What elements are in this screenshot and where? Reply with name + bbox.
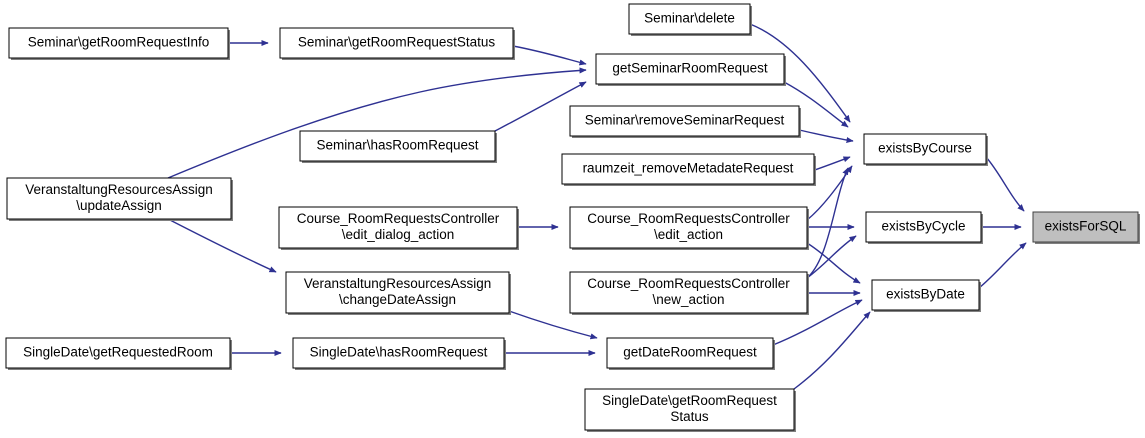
call-edge — [167, 67, 587, 179]
node-rect[interactable] — [1032, 211, 1139, 243]
node-rect[interactable] — [595, 53, 785, 85]
node-rect[interactable] — [569, 206, 808, 249]
node-rect[interactable] — [292, 337, 505, 369]
call-edge — [793, 311, 871, 390]
call-edge — [798, 129, 854, 144]
call-edge — [978, 242, 1027, 289]
node-rect[interactable] — [5, 337, 231, 369]
node-seminar-delete[interactable]: Seminar\delete — [628, 3, 752, 36]
call-edge — [806, 167, 849, 279]
node-rect[interactable] — [865, 211, 982, 243]
node-raumzeit-removemetadaterequest[interactable]: raumzeit_removeMetadateRequest — [561, 153, 816, 186]
node-veranstaltungresourcesassign-changedateassign[interactable]: VeranstaltungResourcesAssign\changeDateA… — [285, 271, 511, 315]
node-existsbycycle[interactable]: existsByCycle — [865, 211, 983, 244]
node-rect[interactable] — [285, 271, 510, 314]
node-rect[interactable] — [6, 177, 232, 220]
node-rect[interactable] — [278, 206, 518, 249]
node-rect[interactable] — [584, 388, 795, 431]
node-course-roomrequestscontroller-new-action[interactable]: Course_RoomRequestsController\new_action — [569, 271, 809, 315]
node-singledate-getroomrequeststatus[interactable]: SingleDate\getRoomRequestStatus — [584, 388, 796, 432]
node-seminar-getroomrequeststatus[interactable]: Seminar\getRoomRequestStatus — [279, 27, 515, 60]
node-existsbycourse[interactable]: existsByCourse — [863, 133, 988, 166]
call-edge — [508, 310, 598, 340]
node-singledate-getrequestedroom[interactable]: SingleDate\getRequestedRoom — [5, 337, 232, 370]
call-edge — [512, 45, 587, 66]
call-edge — [806, 242, 861, 284]
node-course-roomrequestscontroller-edit-dialog-action[interactable]: Course_RoomRequestsController\edit_dialo… — [278, 206, 519, 250]
edge-layer — [167, 23, 1027, 390]
call-edge — [985, 156, 1025, 212]
node-getdateroomrequest[interactable]: getDateRoomRequest — [606, 337, 775, 370]
node-seminar-getroomrequestinfo[interactable]: Seminar\getRoomRequestInfo — [8, 27, 230, 60]
node-existsforsql[interactable]: existsForSQL — [1032, 211, 1140, 244]
node-rect[interactable] — [871, 279, 980, 311]
node-veranstaltungresourcesassign-updateassign[interactable]: VeranstaltungResourcesAssign\updateAssig… — [6, 177, 233, 221]
node-rect[interactable] — [628, 3, 751, 35]
node-rect[interactable] — [561, 153, 815, 185]
node-rect[interactable] — [8, 27, 229, 59]
node-rect[interactable] — [279, 27, 514, 59]
node-rect[interactable] — [569, 105, 800, 137]
call-edge — [494, 81, 587, 132]
node-rect[interactable] — [863, 133, 987, 165]
node-existsbydate[interactable]: existsByDate — [871, 279, 981, 312]
call-edge — [783, 81, 849, 128]
node-rect[interactable] — [606, 337, 774, 369]
node-seminar-removeseminarrequest[interactable]: Seminar\removeSeminarRequest — [569, 105, 801, 138]
call-edge — [806, 235, 857, 279]
node-rect[interactable] — [299, 130, 496, 162]
call-edge — [167, 218, 277, 273]
call-edge — [772, 299, 863, 346]
node-singledate-hasroomrequest[interactable]: SingleDate\hasRoomRequest — [292, 337, 506, 370]
call-edge — [749, 23, 851, 123]
node-layer: Seminar\getRoomRequestInfo Seminar\getRoo… — [5, 3, 1140, 432]
node-seminar-hasroomrequest[interactable]: Seminar\hasRoomRequest — [299, 130, 497, 163]
node-getseminarroomrequest[interactable]: getSeminarRoomRequest — [595, 53, 786, 86]
node-course-roomrequestscontroller-edit-action[interactable]: Course_RoomRequestsController\edit_actio… — [569, 206, 809, 250]
node-rect[interactable] — [569, 271, 808, 314]
